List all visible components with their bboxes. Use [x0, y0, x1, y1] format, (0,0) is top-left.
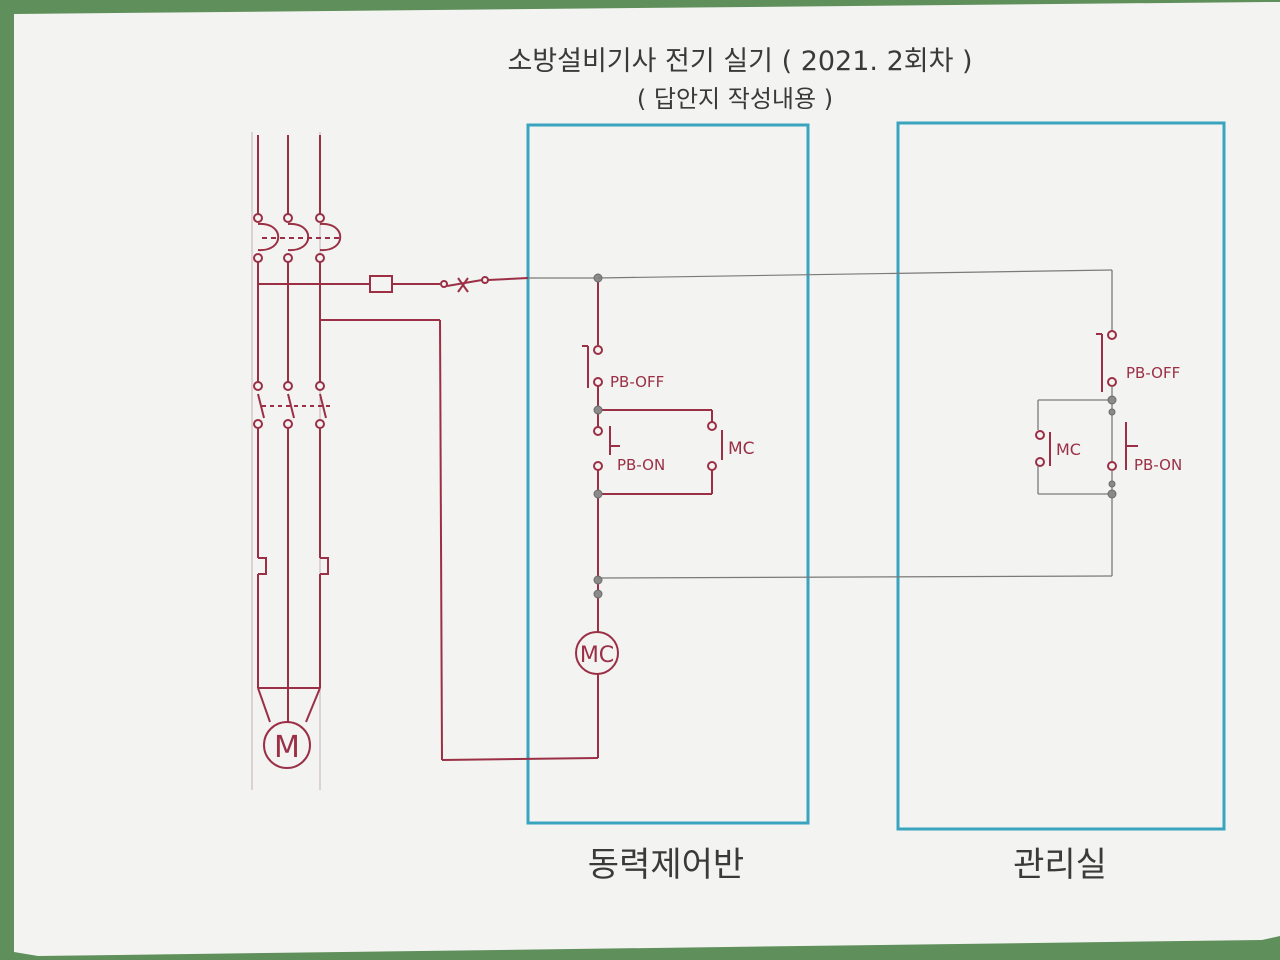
pb-on-label-panel: PB-ON: [617, 456, 665, 474]
panel-control-room-border: [896, 121, 1226, 831]
panel-power-label: 동력제어반: [588, 845, 744, 885]
pb-off-contact-panel: [582, 345, 603, 388]
thermal-overload-relay: [258, 557, 329, 575]
inter-panel-wiring: [597, 269, 1113, 579]
control-tap-wiring: [258, 275, 599, 761]
mc-aux-contact-room: [1035, 430, 1051, 467]
motor: M: [263, 721, 311, 769]
motor-label: M: [274, 730, 300, 765]
main-power-circuit: [251, 132, 342, 790]
breaker-mccb: [253, 213, 342, 263]
control-fuse: [369, 275, 393, 293]
mc-aux-label-room: MC: [1056, 440, 1081, 459]
paper-sheet: [14, 2, 1280, 956]
motor-symbol: [263, 721, 311, 769]
mc-aux-label-panel: MC: [728, 439, 755, 459]
room-junctions: [1107, 395, 1117, 499]
pb-on-label-room: PB-ON: [1134, 456, 1182, 474]
pb-off-label-panel: PB-OFF: [610, 373, 664, 391]
pb-on-contact-room: [1107, 422, 1138, 471]
mc-coil-label: MC: [580, 643, 614, 668]
power-panel-circuit: [528, 277, 723, 758]
panel-control-room-label: 관리실: [1013, 845, 1107, 885]
mc-main-contacts: [253, 381, 332, 429]
title-line1: 소방설비기사 전기 실기 ( 2021. 2회차 ): [507, 46, 972, 77]
title-line2: ( 답안지 작성내용 ): [637, 85, 833, 113]
pb-off-label-room: PB-OFF: [1126, 364, 1180, 382]
panel-power-border: [526, 123, 810, 825]
pb-off-contact-room: [1096, 330, 1117, 392]
